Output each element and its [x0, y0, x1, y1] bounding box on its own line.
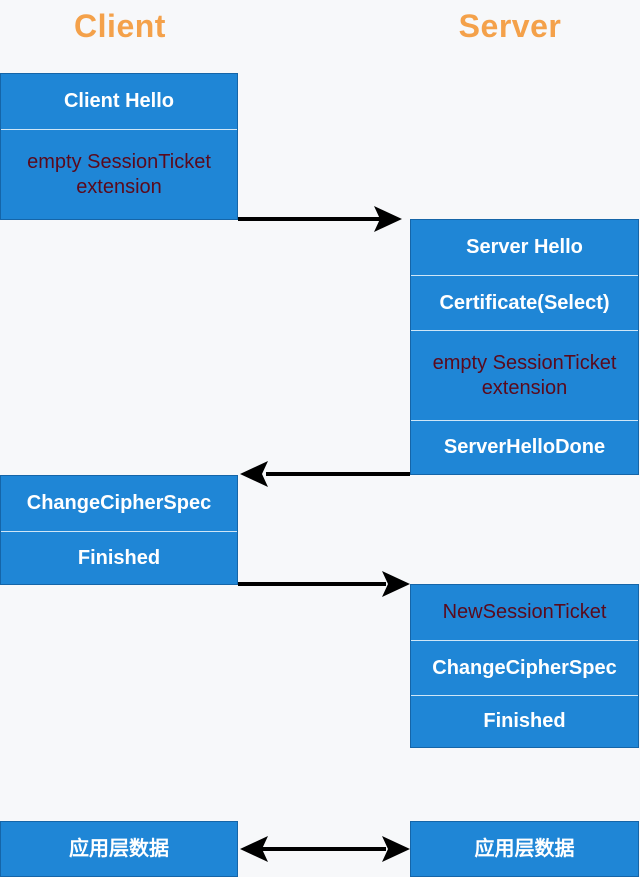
- client-column-title: Client: [74, 8, 166, 44]
- client-app-data-label: 应用层数据: [69, 837, 169, 860]
- server-hello-label: Server Hello: [466, 236, 583, 258]
- server-app-data-label: 应用层数据: [474, 837, 575, 860]
- arrow-server-hello-to-client: [240, 461, 410, 487]
- client-hello-box: Client Hello empty SessionTicket extensi…: [0, 73, 238, 220]
- client-hello-label: Client Hello: [63, 90, 174, 112]
- client-app-data-box: 应用层数据: [0, 821, 238, 877]
- arrow-client-finish-to-server: [238, 571, 410, 597]
- client-finished: Finished: [1, 531, 237, 584]
- server-app-data-box: 应用层数据: [410, 821, 639, 877]
- client-finish-box: ChangeCipherSpec Finished: [0, 475, 238, 585]
- server-column-title: Server: [458, 8, 562, 44]
- server-hello-box: Server Hello Certificate(Select) empty S…: [410, 219, 639, 475]
- arrow-app-data-bidirectional: [240, 836, 410, 862]
- client-change-cipher-spec: ChangeCipherSpec: [26, 492, 212, 514]
- server-finished: Finished: [411, 695, 638, 747]
- server-change-cipher-spec: ChangeCipherSpec: [411, 640, 638, 695]
- new-session-ticket: NewSessionTicket: [442, 601, 607, 623]
- arrow-client-hello-to-server: [238, 206, 402, 232]
- server-finish-box: NewSessionTicket ChangeCipherSpec Finish…: [410, 584, 639, 748]
- client-session-ticket-ext: empty SessionTicket extension: [1, 129, 237, 219]
- certificate-label: Certificate(Select): [411, 275, 638, 330]
- server-session-ticket-ext: empty SessionTicket extension: [411, 330, 638, 420]
- server-hello-done-label: ServerHelloDone: [411, 420, 638, 474]
